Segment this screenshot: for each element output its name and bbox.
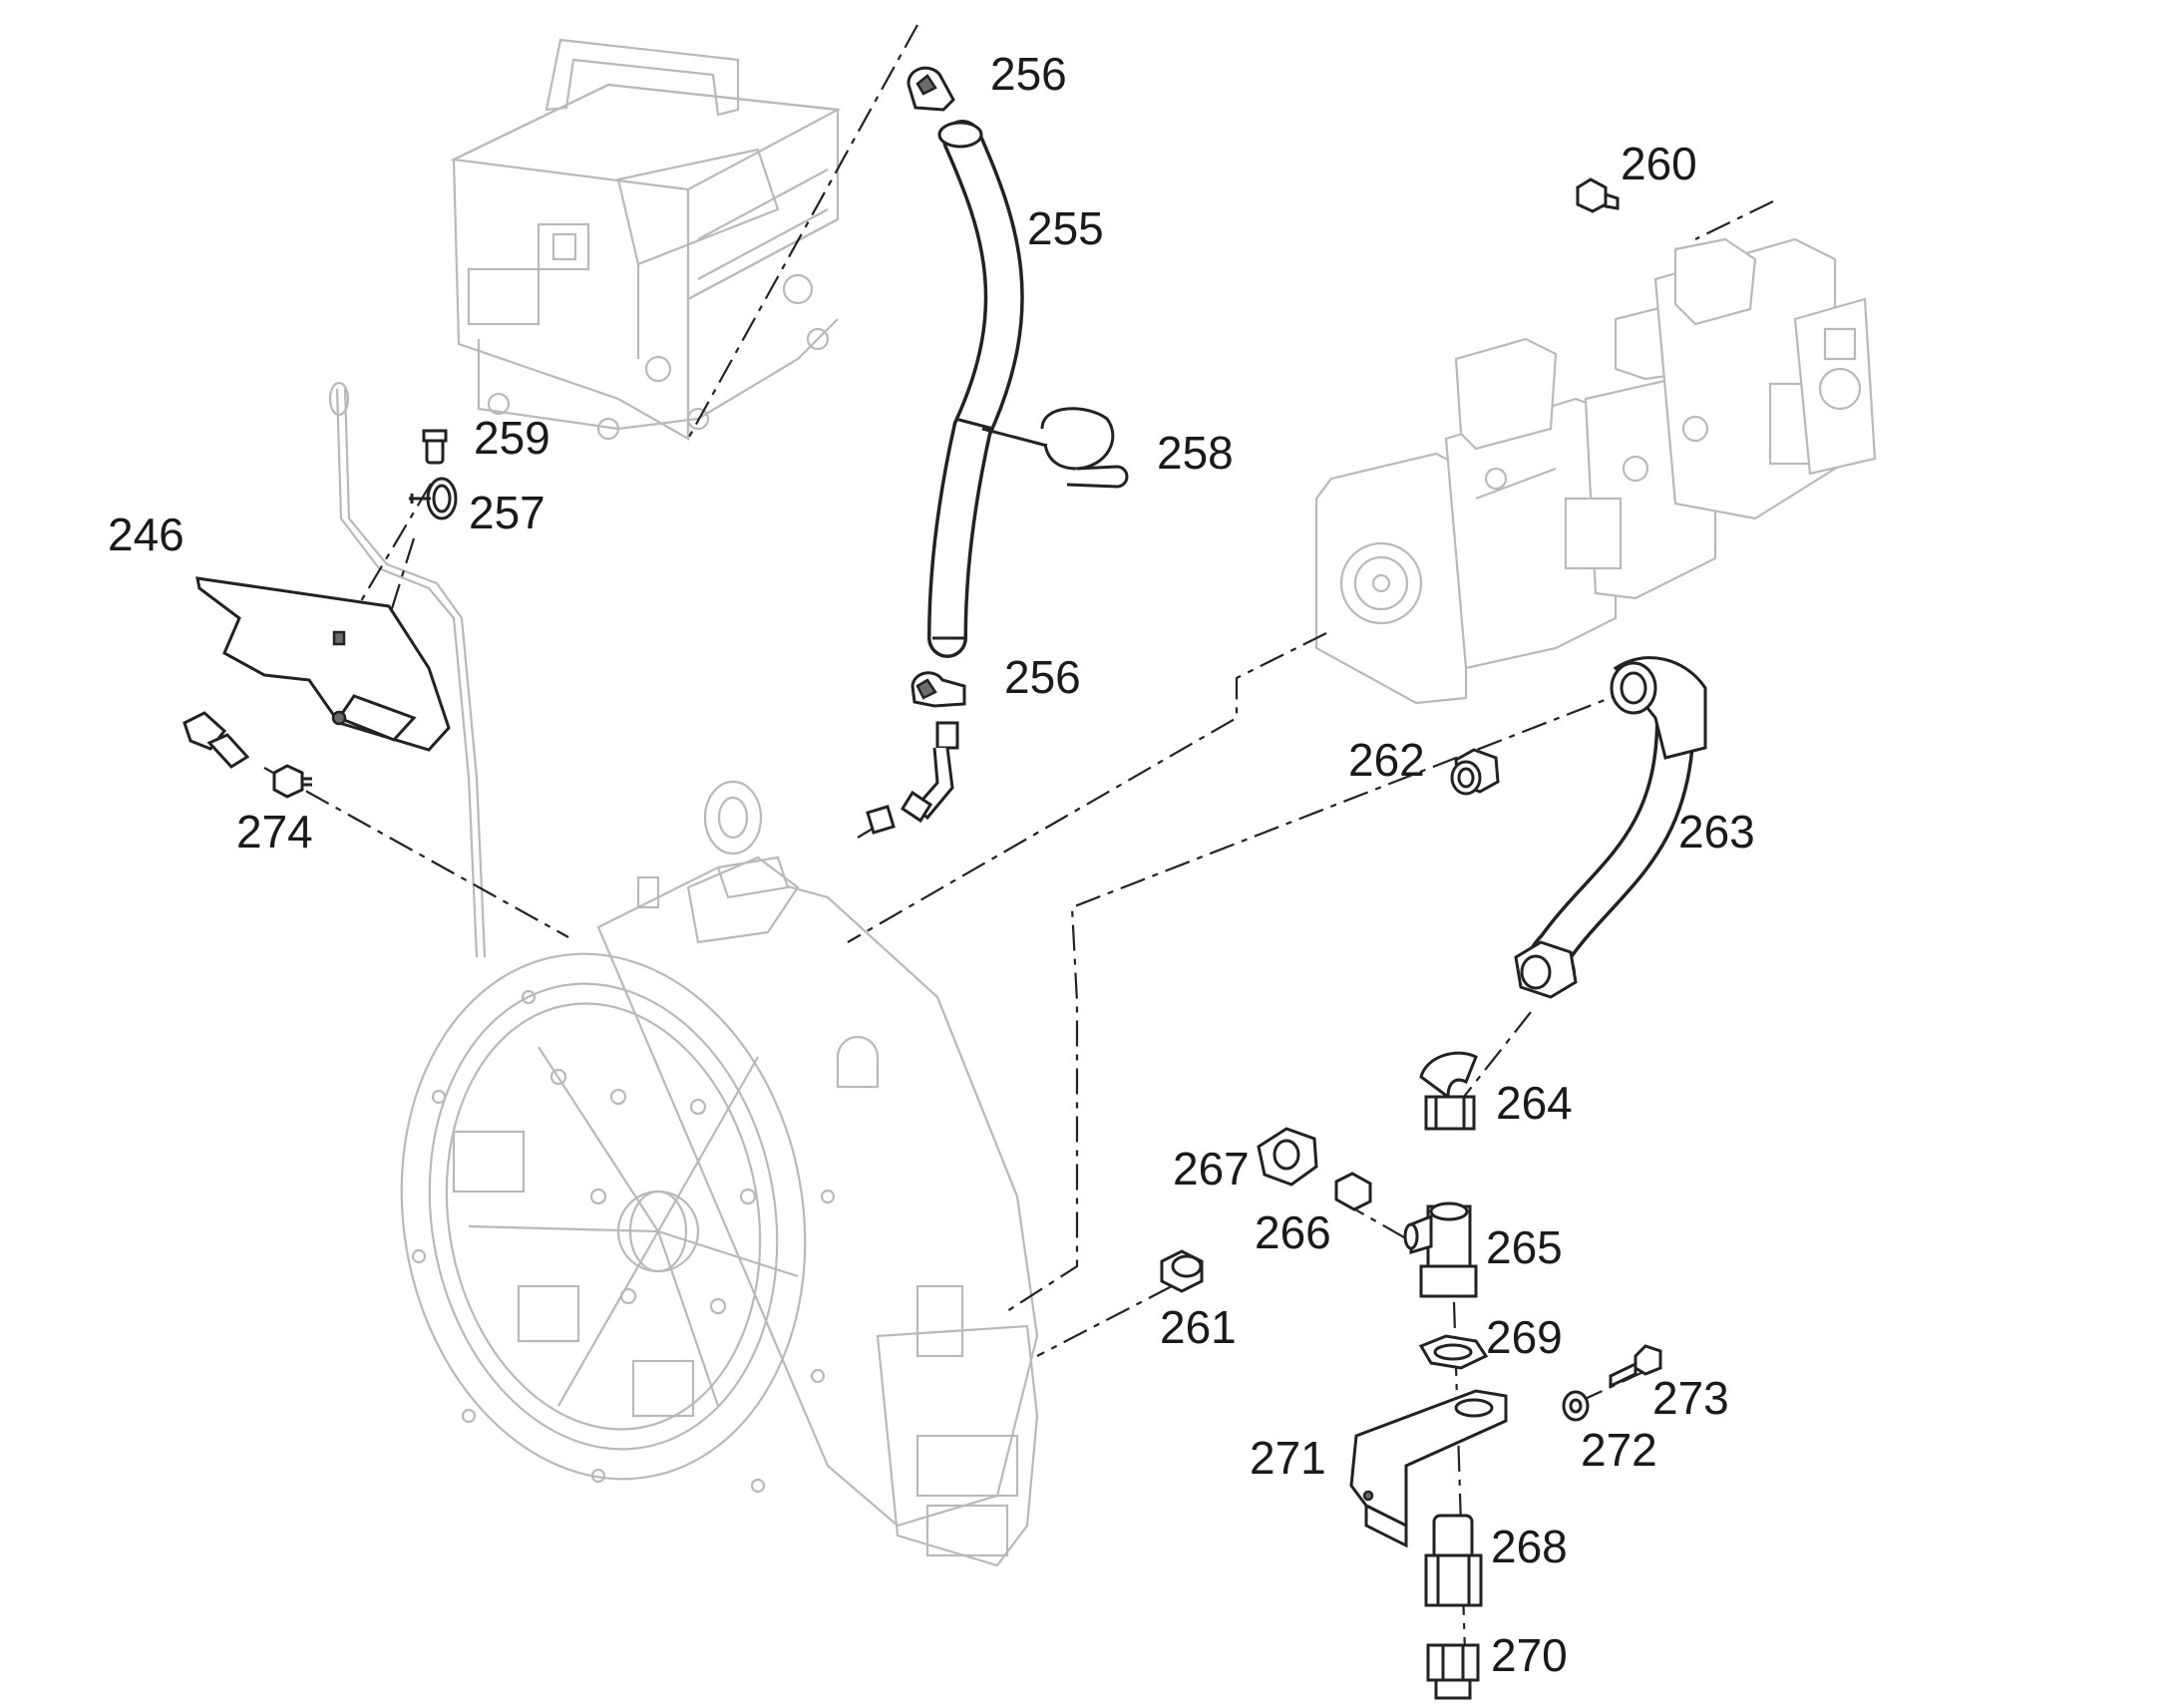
union-fitting-274 <box>182 711 250 769</box>
hose-clamp-256-bottom <box>910 671 966 708</box>
callout-263: 263 <box>1678 806 1755 857</box>
callout-270: 270 <box>1491 1629 1568 1681</box>
hose-255 <box>927 120 1024 658</box>
washer-272 <box>1562 1390 1590 1422</box>
elbow-fitting-264 <box>1419 1051 1478 1131</box>
tee-fitting-265 <box>1403 1201 1478 1298</box>
callout-268: 268 <box>1491 1521 1568 1572</box>
flywheel-housing-ghost <box>400 780 1039 1567</box>
callout-266: 266 <box>1255 1206 1331 1258</box>
callout-246: 246 <box>108 509 184 560</box>
fitting-268 <box>1424 1514 1483 1607</box>
callout-labels: 256 255 260 259 258 257 246 256 262 274 … <box>108 48 1755 1681</box>
plug-262 <box>1450 748 1500 796</box>
plug-274 <box>272 764 312 799</box>
callout-271: 271 <box>1250 1432 1326 1484</box>
screw-259 <box>422 429 448 465</box>
ground-cable <box>328 381 487 958</box>
hose-clamp-256-top <box>907 66 955 112</box>
callout-274: 274 <box>236 806 313 857</box>
plug-260 <box>1576 177 1620 213</box>
engine-block-ghost <box>450 38 842 441</box>
callout-256-bottom: 256 <box>1004 651 1081 703</box>
nut-267 <box>1257 1127 1318 1187</box>
callout-261: 261 <box>1160 1301 1237 1353</box>
lock-nut-269 <box>1418 1334 1489 1370</box>
spring-nut-257 <box>409 477 458 520</box>
callout-255: 255 <box>1027 202 1104 254</box>
tube-fittings-255 <box>866 721 959 835</box>
hydraulic-pump-ghost <box>1314 237 1877 705</box>
callout-257: 257 <box>469 487 545 538</box>
callout-267: 267 <box>1173 1143 1250 1195</box>
bolt-273 <box>1609 1344 1662 1389</box>
bracket-271 <box>1349 1389 1508 1548</box>
callout-273: 273 <box>1652 1372 1729 1424</box>
callout-272: 272 <box>1581 1424 1657 1476</box>
hose-263 <box>1514 656 1707 999</box>
callout-262: 262 <box>1348 734 1425 786</box>
fitting-266 <box>1334 1172 1372 1211</box>
callout-256-top: 256 <box>990 48 1067 100</box>
callout-259: 259 <box>474 412 550 464</box>
p-clip-258 <box>981 407 1129 489</box>
bracket-246 <box>195 576 451 752</box>
callout-265: 265 <box>1486 1221 1563 1273</box>
plug-261 <box>1160 1249 1204 1293</box>
callout-258: 258 <box>1157 427 1234 479</box>
plug-270 <box>1426 1643 1480 1700</box>
callout-264: 264 <box>1496 1077 1573 1129</box>
callout-269: 269 <box>1486 1311 1563 1363</box>
callout-260: 260 <box>1621 138 1697 189</box>
